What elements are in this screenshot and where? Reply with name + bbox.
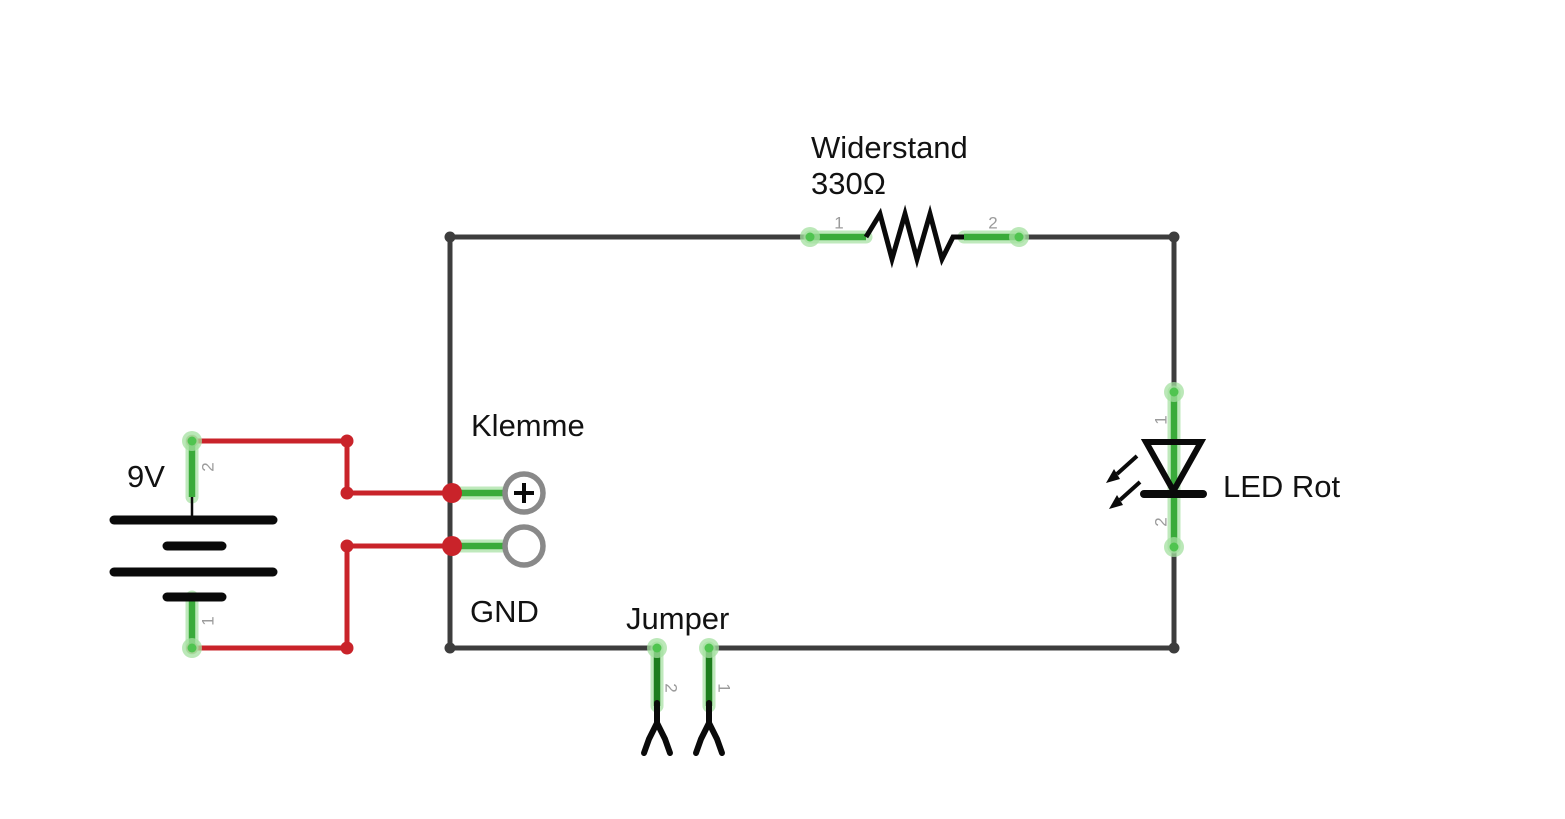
jumper-pin2-glow-core [652,643,662,653]
junction-dot-plus[interactable] [442,483,462,503]
red-bendpoint-1[interactable] [340,434,354,448]
led-pin1-glow-core [1169,387,1179,397]
jumper-label: Jumper [626,601,729,636]
battery-pin2-glow-core [187,436,197,446]
led-light-arrow-icon-2 [1109,480,1142,509]
jumper-pin1-glow-core [704,643,714,653]
led-pin2-number: 2 [1152,517,1171,526]
red-bendpoint-4[interactable] [340,641,354,655]
resistor-pin1-number: 1 [834,214,843,233]
resistor-name-label: Widerstand [811,130,968,165]
jumper-pin1-number: 1 [715,683,734,692]
terminal-gnd-label: GND [470,594,539,629]
terminal-gnd-ring[interactable] [502,524,546,568]
junction-dot-gnd[interactable] [442,536,462,556]
terminal-component[interactable]: Klemme GND [442,408,585,629]
bendpoint-top-right[interactable] [1168,231,1180,243]
led-triangle-icon [1140,439,1207,498]
jumper-prong-icon-left [641,700,673,756]
battery-pin2-number: 2 [199,462,218,471]
battery-pin1-glow-core [187,643,197,653]
terminal-label: Klemme [471,408,585,443]
resistor-pin1-glow-core [805,232,815,242]
led-label: LED Rot [1223,469,1341,504]
led-light-arrow-icon-1 [1106,454,1139,483]
resistor-component[interactable]: Widerstand 330Ω 1 2 [800,130,1029,269]
red-bendpoint-2[interactable] [340,486,354,500]
plus-icon [514,483,534,503]
resistor-zigzag-icon [863,204,964,269]
jumper-pin2-number: 2 [662,683,681,692]
led-component[interactable]: LED Rot 1 2 [1106,382,1341,557]
battery-pin1-number: 1 [199,616,218,625]
resistor-pin2-number: 2 [988,214,997,233]
bendpoint-bottom-left[interactable] [444,642,456,654]
resistor-value-label: 330Ω [811,166,886,201]
jumper-prong-icon-right [693,700,725,756]
led-pin2-glow-core [1169,542,1179,552]
jumper-component[interactable]: Jumper 2 1 [626,601,734,756]
bendpoint-top-left[interactable] [444,231,456,243]
bendpoint-bottom-right[interactable] [1168,642,1180,654]
resistor-pin2-glow-core [1014,232,1024,242]
battery-component[interactable]: 9V 2 1 [109,431,278,658]
battery-label: 9V [127,459,165,494]
led-pin1-number: 1 [1152,415,1171,424]
circuit-wires [444,231,1180,654]
red-bendpoint-3[interactable] [340,539,354,553]
